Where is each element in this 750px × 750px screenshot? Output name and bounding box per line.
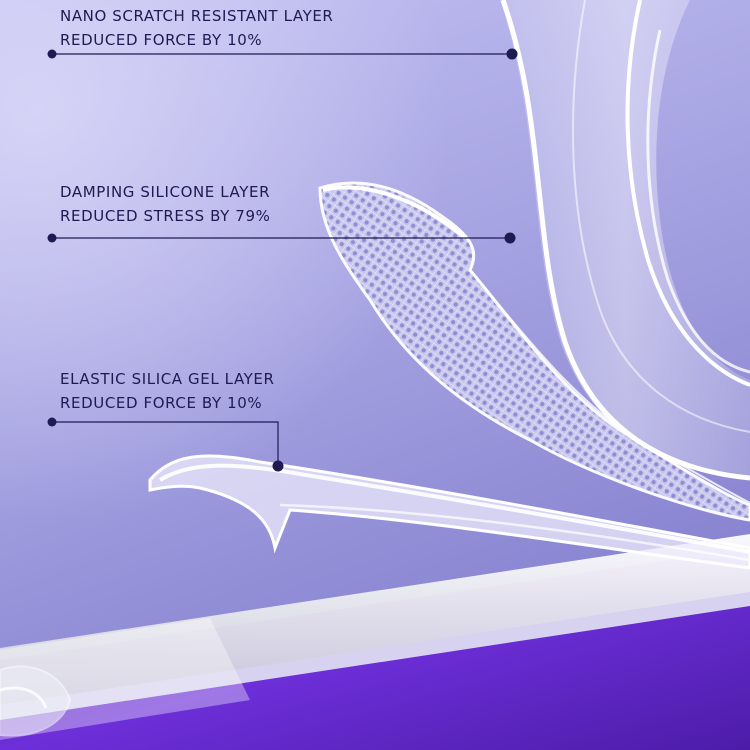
- callout-title: ELASTIC SILICA GEL LAYER: [60, 370, 275, 388]
- leader-line-elastic: [47, 417, 284, 472]
- leader-line-damping: [47, 232, 516, 244]
- device-base: [0, 534, 750, 750]
- callout-damping-silicone: DAMPING SILICONE LAYER REDUCED STRESS BY…: [60, 180, 270, 228]
- callout-subtitle: REDUCED FORCE BY 10%: [60, 394, 263, 412]
- callout-title: NANO SCRATCH RESISTANT LAYER: [60, 7, 334, 25]
- elastic-gel-layer: [148, 454, 750, 570]
- callout-subtitle: REDUCED FORCE BY 10%: [60, 31, 263, 49]
- callout-elastic-gel: ELASTIC SILICA GEL LAYER REDUCED FORCE B…: [60, 367, 275, 415]
- callout-nano-scratch: NANO SCRATCH RESISTANT LAYER REDUCED FOR…: [60, 4, 333, 52]
- callout-subtitle: REDUCED STRESS BY 79%: [60, 207, 271, 225]
- nano-scratch-layer: [500, 0, 750, 481]
- leader-line-nano: [47, 48, 518, 60]
- callout-title: DAMPING SILICONE LAYER: [60, 183, 271, 201]
